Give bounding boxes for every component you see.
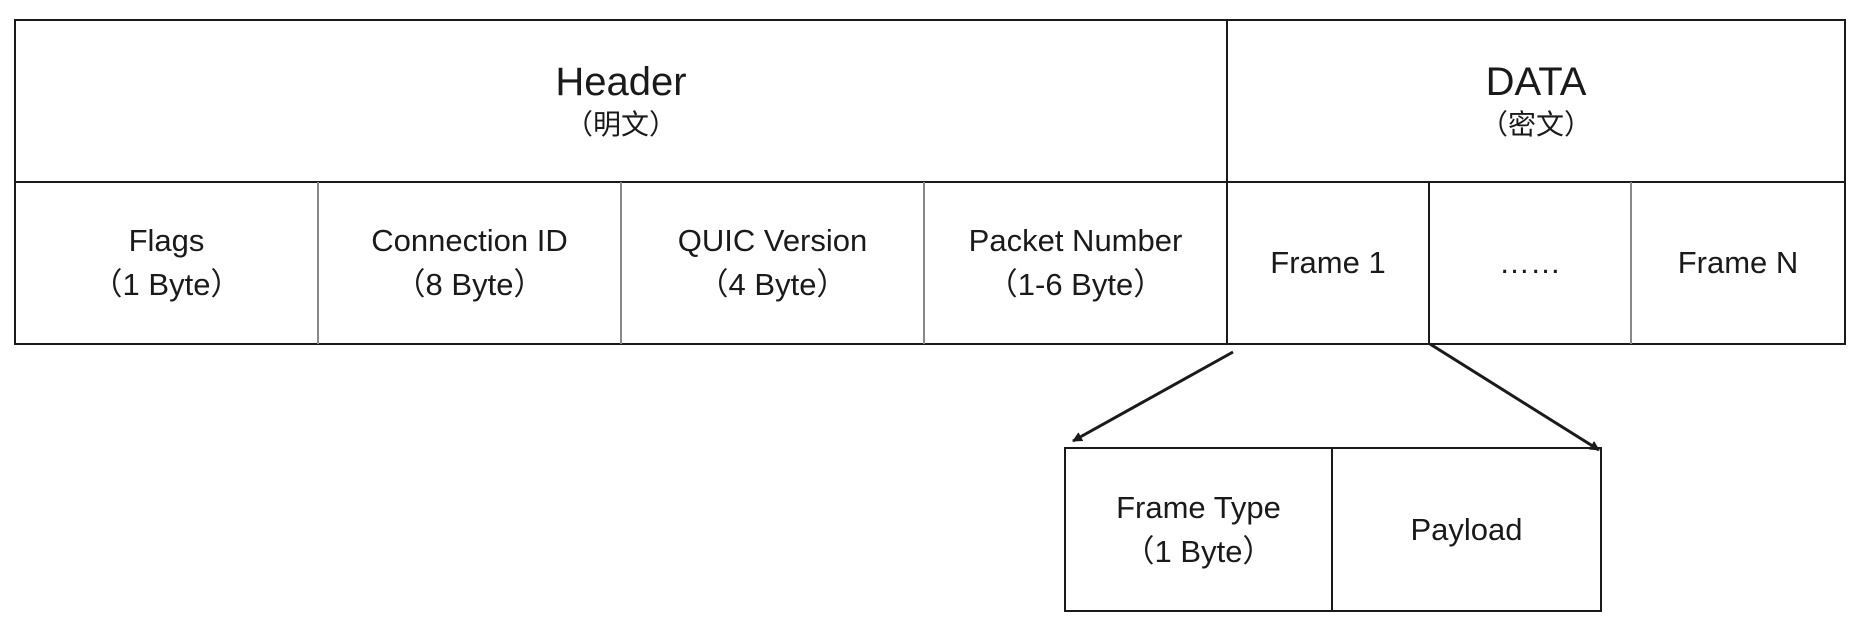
- header-section: Header （明文）: [15, 20, 1227, 182]
- data-section: DATA （密文）: [1227, 20, 1845, 182]
- frame-type-size: （1 Byte）: [1123, 533, 1274, 569]
- data-note: （密文）: [1479, 108, 1592, 141]
- header-note: （明文）: [564, 108, 677, 141]
- field-quic-version: QUIC Version （4 Byte）: [621, 182, 924, 344]
- frame-label: ……: [1499, 245, 1561, 280]
- field-name: Flags: [128, 223, 205, 258]
- data-title: DATA: [1485, 60, 1587, 104]
- frame-type: Frame Type （1 Byte）: [1065, 448, 1332, 611]
- frame-label: Frame 1: [1270, 245, 1386, 280]
- frame-ellipsis: ……: [1429, 182, 1631, 344]
- arrow-left: [1072, 350, 1234, 443]
- field-size: （4 Byte）: [697, 267, 848, 302]
- field-name: QUIC Version: [677, 223, 868, 258]
- field-name: Connection ID: [371, 223, 568, 258]
- frame-1: Frame 1: [1227, 182, 1429, 344]
- frame-n: Frame N: [1631, 182, 1845, 344]
- field-name: Packet Number: [968, 223, 1183, 258]
- field-packet-number: Packet Number （1-6 Byte）: [924, 182, 1227, 344]
- field-flags: Flags （1 Byte）: [15, 182, 318, 344]
- field-size: （8 Byte）: [394, 267, 545, 302]
- payload: Payload: [1332, 448, 1601, 611]
- field-size: （1-6 Byte）: [986, 267, 1165, 302]
- field-connection-id: Connection ID （8 Byte）: [318, 182, 621, 344]
- payload-label: Payload: [1410, 511, 1523, 547]
- frame-label: Frame N: [1677, 245, 1799, 280]
- frame-type-name: Frame Type: [1116, 489, 1281, 525]
- field-size: （1 Byte）: [91, 267, 242, 302]
- header-title: Header: [555, 60, 687, 104]
- arrow-right: [1429, 342, 1600, 452]
